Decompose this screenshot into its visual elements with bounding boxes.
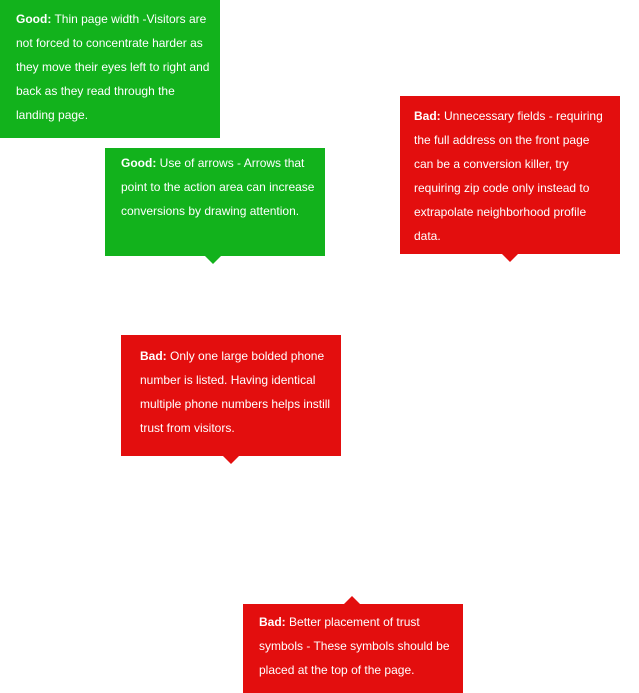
- callout-pointer-arrow: [223, 456, 239, 464]
- callout-pointer-arrow: [344, 596, 360, 604]
- callout-text: Use of arrows - Arrows that point to the…: [121, 156, 315, 218]
- callout-tag: Bad:: [414, 109, 441, 123]
- callout-tag: Bad:: [140, 349, 167, 363]
- callout-tag: Bad:: [259, 615, 286, 629]
- callout-use-of-arrows: Good: Use of arrows - Arrows that point …: [105, 148, 325, 264]
- callout-pointer-arrow: [205, 256, 221, 264]
- callout-unnecessary-fields: Bad: Unnecessary fields - requiring the …: [400, 96, 620, 262]
- callout-thin-page-width: Good: Thin page width -Visitors are not …: [0, 0, 220, 138]
- callout-phone-number: Bad: Only one large bolded phone number …: [121, 335, 341, 464]
- callout-text: Thin page width -Visitors are not forced…: [16, 12, 210, 122]
- callout-text: Only one large bolded phone number is li…: [140, 349, 331, 435]
- callout-tag: Good:: [16, 12, 52, 26]
- callout-pointer-arrow: [502, 254, 518, 262]
- callout-text: Unnecessary fields - requiring the full …: [414, 109, 603, 243]
- callout-tag: Good:: [121, 156, 157, 170]
- callout-text: Better placement of trust symbols - Thes…: [259, 615, 450, 677]
- callout-trust-symbols: Bad: Better placement of trust symbols -…: [243, 596, 463, 693]
